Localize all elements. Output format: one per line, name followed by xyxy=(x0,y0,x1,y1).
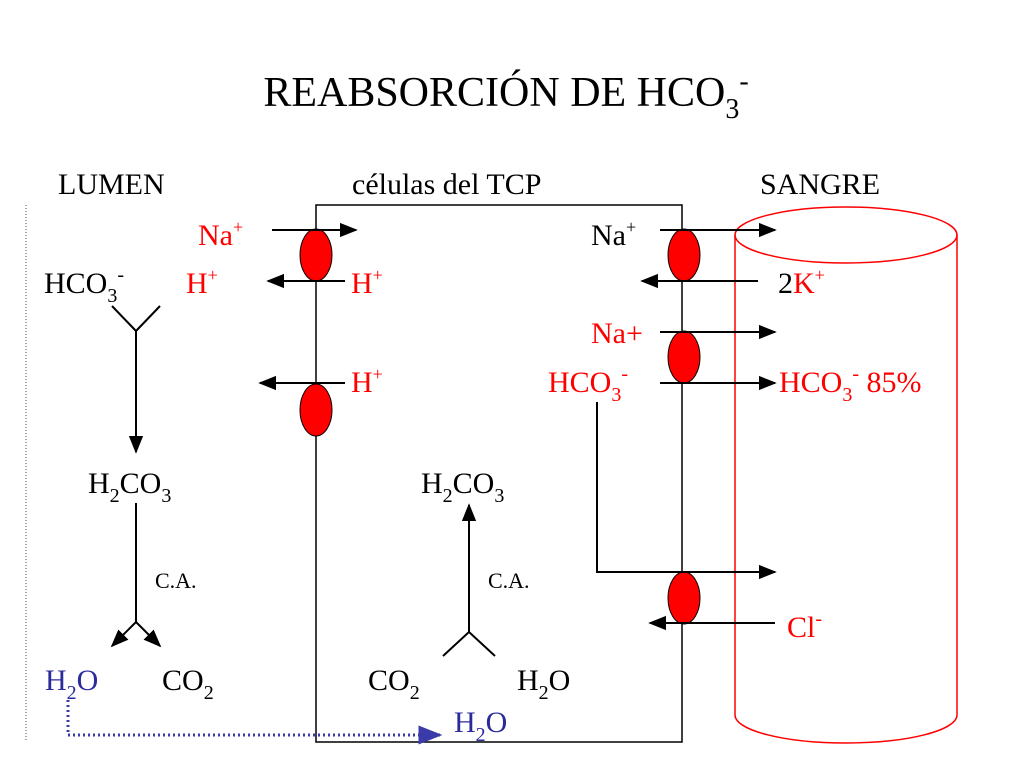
cell-y-right-branch xyxy=(468,631,496,657)
label-co2-cell: CO2 xyxy=(368,664,420,704)
lumen-y-right-branch xyxy=(135,305,161,332)
water-diffusion-path xyxy=(66,700,443,745)
label-h2co3-lumen: H2CO3 xyxy=(88,467,171,507)
label-na-plus-apical: Na+ xyxy=(198,217,243,252)
label-h-plus-cell-2: H+ xyxy=(351,364,383,399)
label-co2-lumen: CO2 xyxy=(162,664,214,704)
label-ca-cell: C.A. xyxy=(488,568,530,593)
label-hco3-cell: HCO3- xyxy=(548,363,628,406)
label-na-plus-cotransport: Na+ xyxy=(591,317,643,350)
label-h-plus-cell-1: H+ xyxy=(351,265,383,300)
arrow-hco3-exchanger-path xyxy=(596,402,777,580)
transporter-cl-hco3-exchanger xyxy=(667,571,701,625)
label-h2o-reabsorbed: H2O xyxy=(454,706,507,746)
label-cl-minus: Cl- xyxy=(787,608,822,644)
label-2k-plus: 2K+ xyxy=(778,265,825,300)
blood-vessel-cylinder xyxy=(734,206,958,744)
label-ca-lumen: C.A. xyxy=(155,568,197,593)
cell-y-left-branch xyxy=(442,631,470,657)
label-hco3-lumen: HCO3- xyxy=(44,264,124,307)
label-h2o-cell: H2O xyxy=(517,664,570,704)
transporter-na-h-apical xyxy=(299,228,333,282)
page-title: REABSORCIÓN DE HCO3- xyxy=(263,66,748,125)
transporter-na-k-atpase xyxy=(667,228,701,282)
arrow-to-co2-lumen xyxy=(135,621,162,648)
label-h-plus-lumen: H+ xyxy=(186,265,218,300)
lumen-y-left-branch xyxy=(111,305,137,332)
tcp-cell-box xyxy=(315,204,683,743)
label-hco3-blood: HCO3- 85% xyxy=(779,363,922,406)
header-lumen: LUMEN xyxy=(58,168,165,201)
transporter-h-atpase-apical xyxy=(299,383,333,437)
arrow-to-h2o-lumen xyxy=(110,621,137,648)
header-cells: células del TCP xyxy=(352,168,541,201)
label-h2co3-cell: H2CO3 xyxy=(421,467,504,507)
header-blood: SANGRE xyxy=(760,168,880,201)
label-h2o-lumen: H2O xyxy=(45,664,98,704)
transporter-na-hco3-cotransporter xyxy=(667,330,701,384)
label-na-plus-basolateral: Na+ xyxy=(591,217,636,252)
